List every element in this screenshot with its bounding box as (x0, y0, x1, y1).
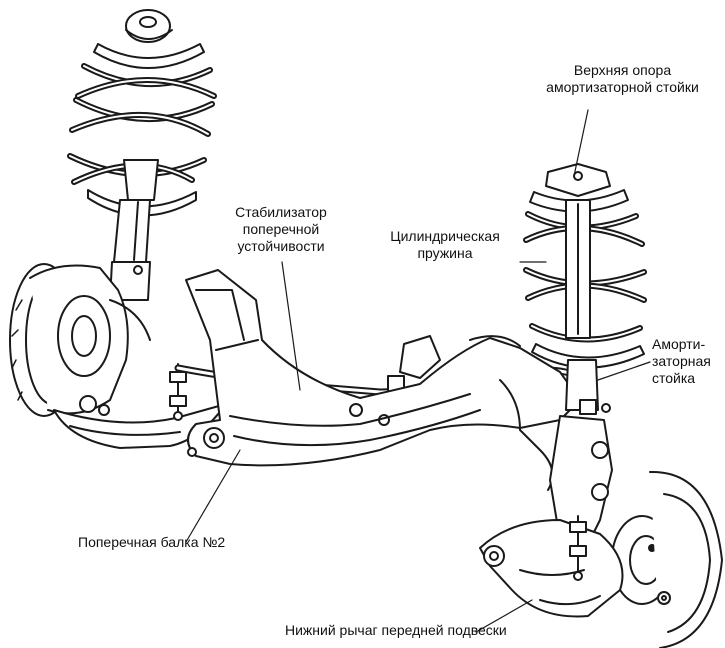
leader-lines (185, 109, 651, 633)
leader-strut (597, 361, 651, 381)
label-stabilizer-line3: устойчивости (237, 238, 325, 254)
right-strut-assembly (523, 163, 647, 415)
label-coil-spring-line1: Цилиндрическая (390, 228, 500, 244)
left-stabilizer-link (169, 363, 187, 421)
leader-upper-mount (573, 109, 589, 177)
label-strut: Аморти- заторная стойка (652, 336, 724, 387)
label-coil-spring: Цилиндрическая пружина (372, 228, 518, 262)
crossmember-subframe (185, 269, 581, 491)
label-lower-arm-text: Нижний рычаг передней подвески (285, 622, 507, 638)
label-strut-line1: Аморти- (652, 336, 706, 352)
label-crossmember: Поперечная балка №2 (78, 534, 278, 551)
right-lower-arm (479, 519, 624, 618)
label-strut-line3: стойка (652, 370, 696, 386)
right-stabilizer-link (569, 515, 587, 581)
label-upper-mount-line2: амортизаторной стойки (546, 79, 699, 95)
label-upper-mount-line1: Верхняя опора (573, 62, 672, 78)
label-crossmember-text: Поперечная балка №2 (78, 534, 226, 550)
leader-crossmember (185, 449, 241, 543)
leader-lower-arm (475, 599, 533, 633)
label-stabilizer-line1: Стабилизатор (235, 204, 327, 220)
label-upper-mount: Верхняя опора амортизаторной стойки (520, 62, 725, 96)
label-lower-arm: Нижний рычаг передней подвески (285, 622, 585, 639)
label-stabilizer: Стабилизатор поперечной устойчивости (208, 204, 354, 255)
label-strut-line2: заторная (652, 353, 711, 369)
leader-stabilizer (281, 261, 301, 391)
label-coil-spring-line2: пружина (417, 245, 473, 261)
label-stabilizer-line2: поперечной (242, 221, 320, 237)
left-strut-assembly (67, 9, 217, 325)
left-brake-disc-knuckle (9, 263, 151, 417)
